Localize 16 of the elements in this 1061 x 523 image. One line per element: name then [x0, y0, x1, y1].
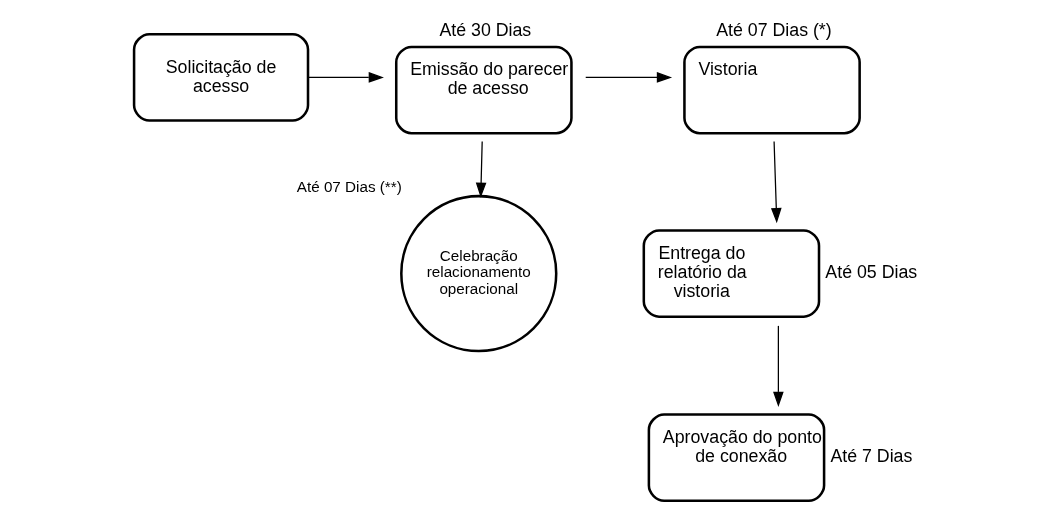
- node-label: Até 05 Dias: [825, 262, 918, 283]
- arrow: [475, 140, 487, 198]
- node-box: Vistoria: [683, 45, 861, 135]
- node-box: Entrega do relatório da vistoria: [642, 229, 821, 318]
- node-box: Emissão do parecer de acesso: [394, 45, 573, 135]
- arrow: [585, 72, 673, 83]
- arrow: [770, 140, 782, 224]
- node-label: Até 30 Dias: [439, 19, 532, 40]
- node-label: Até 7 Dias: [830, 446, 913, 467]
- node-box: Aprovação do ponto de conexão: [647, 413, 826, 503]
- node-box: Solicitação de acesso: [132, 33, 310, 122]
- arrow: [307, 72, 384, 83]
- arrow: [773, 325, 784, 407]
- node-label: Até 07 Dias (*): [716, 19, 832, 40]
- node-circle: Celebração relacionamento operacional: [400, 194, 558, 353]
- node-label: Até 07 Dias (**): [296, 177, 402, 195]
